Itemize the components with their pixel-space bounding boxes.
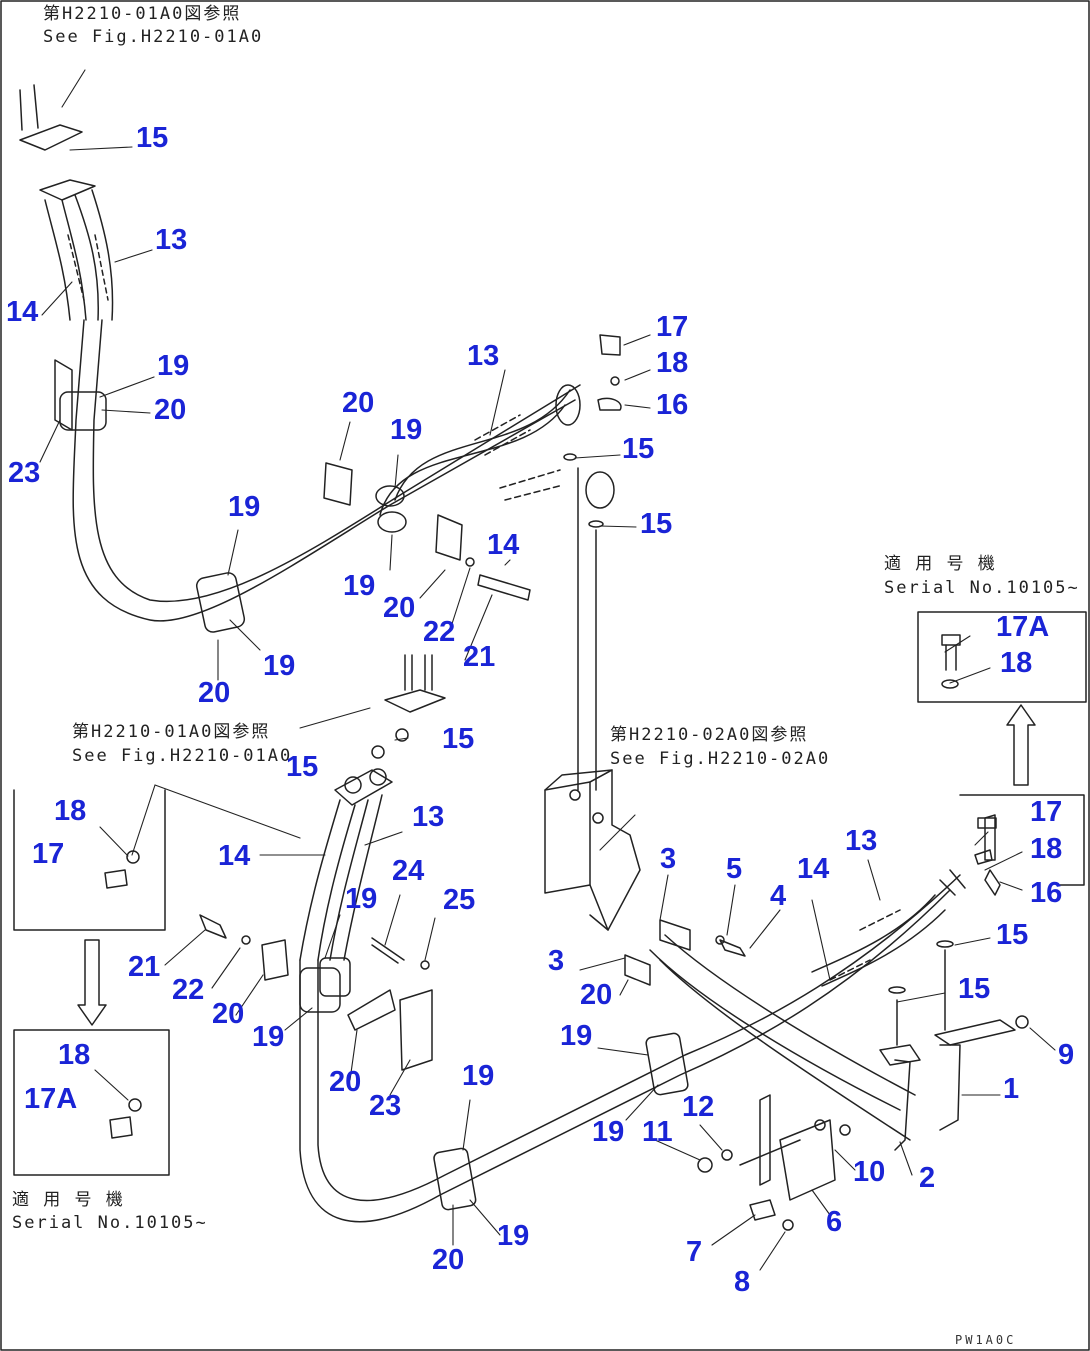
detail-parts	[104, 634, 997, 1139]
callout: 12	[682, 1091, 715, 1123]
callout: 25	[443, 884, 476, 916]
callout: 10	[853, 1156, 886, 1188]
callout: 7	[686, 1236, 703, 1268]
callout: 19	[497, 1220, 530, 1252]
callout: 13	[845, 825, 878, 857]
middle-left-hoses	[199, 654, 961, 1223]
callout: 17A	[24, 1083, 78, 1115]
callout: 24	[392, 855, 425, 887]
callout: 15	[286, 751, 319, 783]
callout: 15	[996, 919, 1029, 951]
right-hoses	[649, 814, 1029, 1231]
callout: 19	[560, 1020, 593, 1052]
arrows	[77, 704, 1085, 1026]
callout: 18	[58, 1039, 91, 1071]
callout: 16	[1030, 877, 1063, 909]
callout: 13	[412, 801, 445, 833]
callout: 19	[263, 650, 296, 682]
callout: 19	[228, 491, 261, 523]
callout: 11	[642, 1116, 673, 1148]
callout: 19	[157, 350, 190, 382]
callout: 14	[797, 853, 830, 885]
callout: 14	[218, 840, 251, 872]
callout: 20	[154, 394, 187, 426]
callout: 21	[463, 641, 496, 673]
callout: 13	[155, 224, 188, 256]
callout: 8	[734, 1266, 751, 1298]
callout: 19	[252, 1021, 285, 1053]
callout: 21	[128, 951, 161, 983]
callout: 15	[622, 433, 655, 465]
callout: 15	[640, 508, 673, 540]
reference-note-mid-left-jp: 第H2210-01A0図参照	[72, 722, 271, 742]
callout: 3	[660, 843, 677, 875]
callout: 14	[487, 529, 520, 561]
callout: 5	[726, 853, 743, 885]
serial-note-left-jp: 適 用 号 機	[12, 1190, 125, 1210]
callout: 2	[919, 1162, 936, 1194]
upper-left-hoses	[19, 84, 622, 791]
callout: 17	[656, 311, 689, 343]
callout: 22	[172, 974, 205, 1006]
reference-note-top-en: See Fig.H2210-01A0	[43, 27, 264, 47]
callout: 20	[342, 387, 375, 419]
callout: 23	[369, 1090, 402, 1122]
callout: 15	[442, 723, 475, 755]
callout: 19	[345, 883, 378, 915]
callout: 17	[32, 838, 65, 870]
callout: 18	[54, 795, 87, 827]
callout: 20	[580, 979, 613, 1011]
callout: 4	[770, 880, 787, 912]
callout: 15	[958, 973, 991, 1005]
callout: 20	[212, 998, 245, 1030]
callout: 1	[1003, 1073, 1020, 1105]
callout: 20	[383, 592, 416, 624]
drawing-code: PW1A0C	[955, 1333, 1017, 1347]
callout: 15	[136, 122, 169, 154]
reference-note-mid-right-jp: 第H2210-02A0図参照	[610, 725, 809, 745]
callout: 19	[390, 414, 423, 446]
reference-note-mid-left-en: See Fig.H2210-01A0	[72, 746, 293, 766]
callout: 18	[1000, 647, 1033, 679]
detail-frames	[13, 611, 1087, 1176]
serial-note-right-en: Serial No.10105~	[884, 578, 1080, 598]
callout: 17A	[996, 611, 1050, 643]
callout: 14	[6, 296, 39, 328]
callout: 19	[462, 1060, 495, 1092]
callout: 20	[329, 1066, 362, 1098]
callout: 13	[467, 340, 500, 372]
serial-note-right-jp: 適 用 号 機	[884, 554, 997, 574]
callout: 19	[592, 1116, 625, 1148]
callout: 3	[548, 945, 565, 977]
valve-block	[544, 769, 691, 986]
callout: 17	[1030, 796, 1063, 828]
callout: 22	[423, 616, 456, 648]
callout: 23	[8, 457, 41, 489]
callout: 16	[656, 389, 689, 421]
callout: 18	[656, 347, 689, 379]
reference-note-mid-right-en: See Fig.H2210-02A0	[610, 749, 831, 769]
callout: 20	[432, 1244, 465, 1276]
callout: 9	[1058, 1039, 1075, 1071]
callout: 6	[826, 1206, 843, 1238]
callout: 18	[1030, 833, 1063, 865]
callout: 20	[198, 677, 231, 709]
serial-note-left-en: Serial No.10105~	[12, 1213, 208, 1233]
leader-lines	[39, 69, 1056, 1271]
callout: 19	[343, 570, 376, 602]
reference-note-top-jp: 第H2210-01A0図参照	[43, 4, 242, 24]
